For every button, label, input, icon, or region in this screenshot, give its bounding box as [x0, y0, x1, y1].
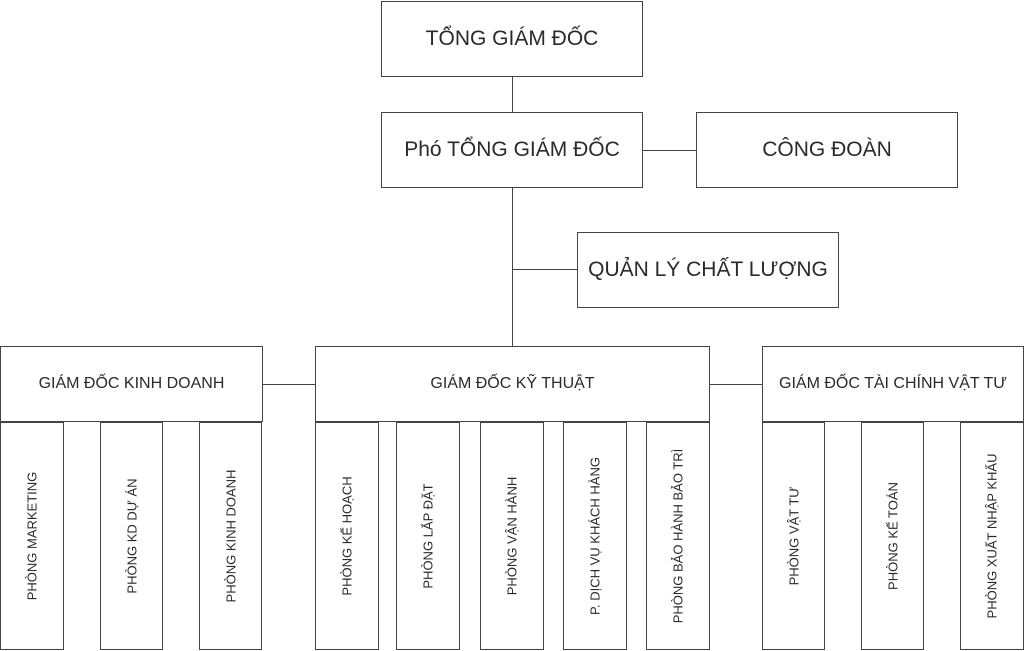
- general-director-box: TỔNG GIÁM ĐỐC: [381, 1, 643, 77]
- quality-management-label: QUẢN LÝ CHẤT LƯỢNG: [588, 258, 828, 281]
- connector-technical-finance: [709, 384, 762, 385]
- deputy-director-box: Phó TỔNG GIÁM ĐỐC: [381, 112, 643, 188]
- dept-customer-service-box: P. DỊCH VỤ KHÁCH HÀNG: [563, 422, 627, 650]
- dept-project-sales-label: PHÒNG KD DỰ ÁN: [124, 478, 139, 594]
- dept-planning-label: PHÒNG KẾ HOẠCH: [339, 476, 355, 596]
- quality-management-box: QUẢN LÝ CHẤT LƯỢNG: [577, 232, 839, 308]
- business-director-box: GIÁM ĐỐC KINH DOANH: [0, 346, 263, 422]
- finance-director-label: GIÁM ĐỐC TÀI CHÍNH VẬT TƯ: [779, 375, 1007, 392]
- dept-marketing-label: PHÒNG MARKETING: [24, 471, 40, 601]
- dept-marketing-box: PHÒNG MARKETING: [0, 422, 64, 650]
- dept-materials-label: PHÒNG VẬT TƯ: [786, 486, 801, 586]
- union-box: CÔNG ĐOÀN: [696, 112, 958, 188]
- business-director-label: GIÁM ĐỐC KINH DOANH: [38, 375, 225, 392]
- deputy-director-label: Phó TỔNG GIÁM ĐỐC: [404, 138, 620, 161]
- connector-quality: [512, 269, 577, 270]
- technical-director-box: GIÁM ĐỐC KỸ THUẬT: [315, 346, 710, 422]
- dept-planning-box: PHÒNG KẾ HOẠCH: [315, 422, 379, 650]
- dept-installation-box: PHÒNG LẮP ĐẶT: [396, 422, 460, 650]
- dept-maintenance-box: PHÒNG BẢO HÀNH BẢO TRÌ: [646, 422, 710, 650]
- finance-director-box: GIÁM ĐỐC TÀI CHÍNH VẬT TƯ: [762, 346, 1024, 422]
- technical-director-label: GIÁM ĐỐC KỸ THUẬT: [430, 375, 595, 392]
- dept-operations-label: PHÒNG VẬN HÀNH: [504, 476, 520, 596]
- connector-deputy-technical: [512, 187, 513, 346]
- connector-business-technical: [262, 384, 316, 385]
- dept-accounting-label: PHÒNG KẾ TOÁN: [885, 482, 900, 590]
- dept-maintenance-label: PHÒNG BẢO HÀNH BẢO TRÌ: [670, 448, 686, 624]
- dept-customer-service-label: P. DỊCH VỤ KHÁCH HÀNG: [587, 457, 603, 615]
- dept-accounting-box: PHÒNG KẾ TOÁN: [861, 422, 924, 650]
- connector-deputy-union: [643, 150, 696, 151]
- dept-materials-box: PHÒNG VẬT TƯ: [762, 422, 825, 650]
- dept-sales-box: PHÒNG KINH DOANH: [199, 422, 262, 650]
- union-label: CÔNG ĐOÀN: [762, 138, 892, 161]
- connector-top-deputy: [512, 76, 513, 112]
- dept-operations-box: PHÒNG VẬN HÀNH: [480, 422, 544, 650]
- dept-installation-label: PHÒNG LẮP ĐẶT: [420, 483, 436, 589]
- dept-sales-label: PHÒNG KINH DOANH: [223, 469, 238, 603]
- dept-import-export-box: PHÒNG XUẤT NHẬP KHẨU: [960, 422, 1024, 650]
- general-director-label: TỔNG GIÁM ĐỐC: [425, 27, 599, 50]
- dept-import-export-label: PHÒNG XUẤT NHẬP KHẨU: [984, 453, 1000, 619]
- dept-project-sales-box: PHÒNG KD DỰ ÁN: [100, 422, 163, 650]
